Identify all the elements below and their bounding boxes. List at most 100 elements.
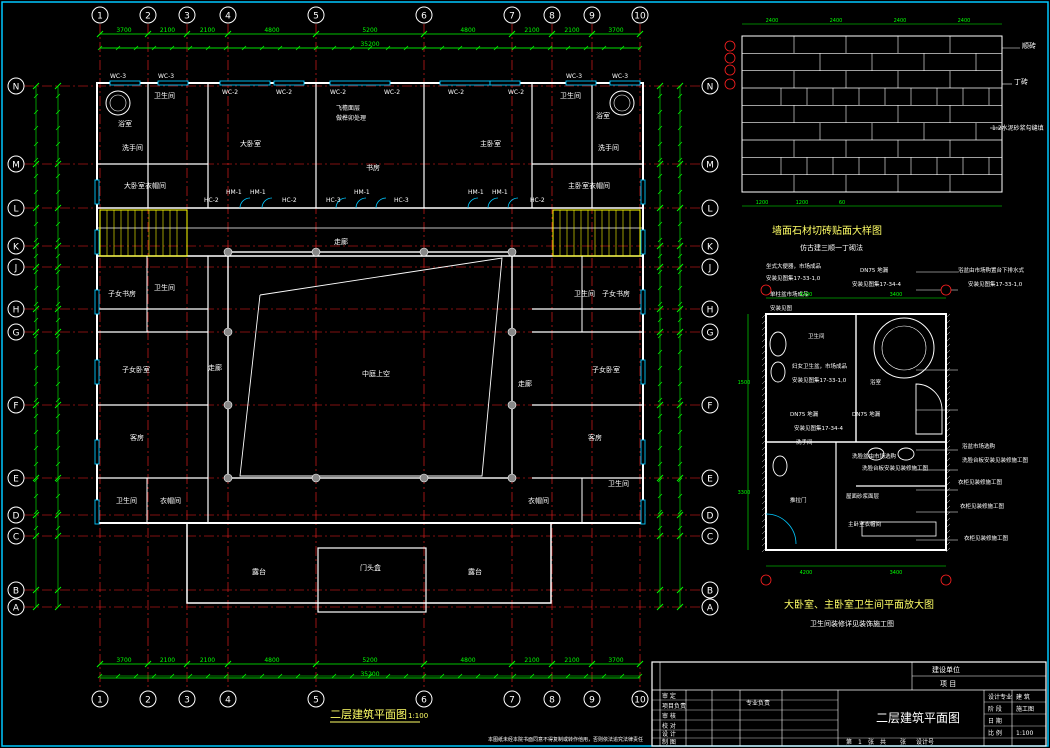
- room-study: 书房: [366, 163, 380, 172]
- dim-tick-bottom_dims-4: [312, 660, 320, 668]
- dim-vsubtick-2: [657, 93, 663, 99]
- dim-vtick-1-8: [54, 474, 62, 482]
- bath-hatch-r: [945, 403, 951, 409]
- dim-vsubtick-1: [55, 269, 61, 275]
- row-bubble-left-7: [7, 396, 25, 414]
- dim-detail-tick-1: [133, 673, 139, 679]
- bath-hatch-r: [945, 457, 951, 463]
- dim-overall-text-bottom_dims: 35200: [360, 671, 379, 678]
- dim-vsubtick-3: [677, 237, 683, 243]
- row-bubble-label-left-5: H: [13, 306, 20, 316]
- dim-vsubtick-2: [657, 205, 663, 211]
- row-bubble-right-6: [701, 323, 719, 341]
- dim-tick-bottom_dims-3: [224, 660, 232, 668]
- row-bubble-label-left-0: N: [13, 83, 20, 93]
- dim-vsubtick-2: [657, 525, 663, 531]
- dim-vsubtick-1: [55, 525, 61, 531]
- dim-text-bottom_dims-2: 2100: [200, 657, 215, 664]
- dim-vsubtick-0: [33, 125, 39, 131]
- dim-vsubtick-1: [55, 333, 61, 339]
- door-swing-4: [375, 197, 387, 209]
- dim-vsubtick-0: [33, 253, 39, 259]
- dim-vsubtick-0: [33, 445, 39, 451]
- row-bubble-left-6: [7, 323, 25, 341]
- bath-hatch-r: [945, 385, 951, 391]
- dim-vsubtick-0: [33, 221, 39, 227]
- room-gate: 门头盒: [360, 563, 381, 572]
- tb-row-5: 制 图: [662, 738, 676, 746]
- dim-vtick-1-11: [54, 586, 62, 594]
- door-swing-5: [467, 197, 479, 209]
- dim-vsubtick-1: [55, 397, 61, 403]
- dim-vtick-3-3: [676, 242, 684, 250]
- dim-tick-bottom_dims-9: [636, 660, 644, 668]
- bath-note-14: 安装见图集17-34-4: [794, 424, 843, 432]
- bath-dim-2: 1500: [738, 380, 751, 386]
- specialty-label: 专业负责: [746, 699, 770, 707]
- dim-detail-tick-1: [601, 673, 607, 679]
- sheet-2: 张: [868, 738, 874, 746]
- door-swing-0: [239, 197, 251, 209]
- bath-hatch-r: [945, 331, 951, 337]
- bath-sink-1: [867, 447, 885, 461]
- stone-label-mortar: 1:2水泥砂浆勾缝填: [992, 124, 1044, 132]
- dim-vsubtick-2: [657, 477, 663, 483]
- main-scale: 1:100: [408, 712, 428, 720]
- col-bubble-top-0: [91, 6, 109, 24]
- bath-note-22: 衣柜见装修施工图: [964, 534, 1009, 542]
- bath-hatch-r: [945, 439, 951, 445]
- tb-right-label-2: 日 期: [988, 717, 1002, 725]
- room-closet-w: 大卧室衣帽间: [124, 181, 166, 190]
- dim-vsubtick-1: [55, 301, 61, 307]
- window-tag-4: WC-2: [330, 89, 346, 96]
- tb-row-2: 审 核: [662, 712, 676, 720]
- row-bubble-label-right-6: G: [707, 329, 714, 339]
- bath-hatch-r: [945, 397, 951, 403]
- bath-hatch-l: [761, 349, 767, 355]
- bath-hatch-l: [761, 457, 767, 463]
- dim-vsubtick-0: [33, 525, 39, 531]
- tb-row-1: 项目负责: [662, 702, 686, 710]
- bath-hatch-r: [945, 541, 951, 547]
- column-2: [419, 247, 429, 257]
- row-bubble-right-3: [701, 237, 719, 255]
- bath-bidet: [770, 361, 786, 383]
- tb-row-0: 审 定: [662, 692, 676, 700]
- dim-detail-tick-0: [349, 45, 355, 51]
- bath-hatch-r: [945, 469, 951, 475]
- stone-top-dim-1: 2400: [830, 18, 843, 24]
- dim-vsubtick-1: [55, 205, 61, 211]
- dim-vsubtick-1: [55, 317, 61, 323]
- dim-vsubtick-3: [677, 125, 683, 131]
- col-bubble-bottom-4: [307, 690, 325, 708]
- tb-right-value-3: 1:100: [1016, 730, 1033, 737]
- bath-hatch-r: [945, 463, 951, 469]
- dim-vsubtick-2: [657, 301, 663, 307]
- col-bubble-bottom-7: [543, 690, 561, 708]
- dim-vtick-0-3: [32, 242, 40, 250]
- dim-text-top_dims-6: 2100: [524, 27, 539, 34]
- dim-detail-tick-0: [331, 45, 337, 51]
- dim-tick-bottom_dims-8: [588, 660, 596, 668]
- window-side-1: [94, 229, 100, 255]
- row-bubble-left-0: [7, 77, 25, 95]
- dim-detail-tick-0: [529, 45, 535, 51]
- bath-round-tub-inner: [881, 325, 927, 371]
- dim-vsubtick-1: [55, 493, 61, 499]
- main-title: 二层建筑平面图: [330, 707, 407, 721]
- col-bubble-top-9: [631, 6, 649, 24]
- dim-vsubtick-1: [55, 381, 61, 387]
- tb-right-label-3: 比 例: [988, 729, 1002, 737]
- room-child-study-w: 子女书房: [108, 289, 136, 298]
- row-bubble-right-5: [701, 300, 719, 318]
- column-6: [223, 400, 233, 410]
- row-bubble-left-5: [7, 300, 25, 318]
- col-bubble-label-bottom-0: 1: [97, 696, 103, 706]
- door-swing-2: [335, 197, 347, 209]
- bath-hatch-r: [945, 529, 951, 535]
- door-tag-7: HM-1: [468, 189, 484, 196]
- dim-tick-bottom_dims-5: [420, 660, 428, 668]
- dim-text-bottom_dims-1: 2100: [160, 657, 175, 664]
- dim-detail-tick-0: [493, 45, 499, 51]
- bath-hatch-l: [761, 391, 767, 397]
